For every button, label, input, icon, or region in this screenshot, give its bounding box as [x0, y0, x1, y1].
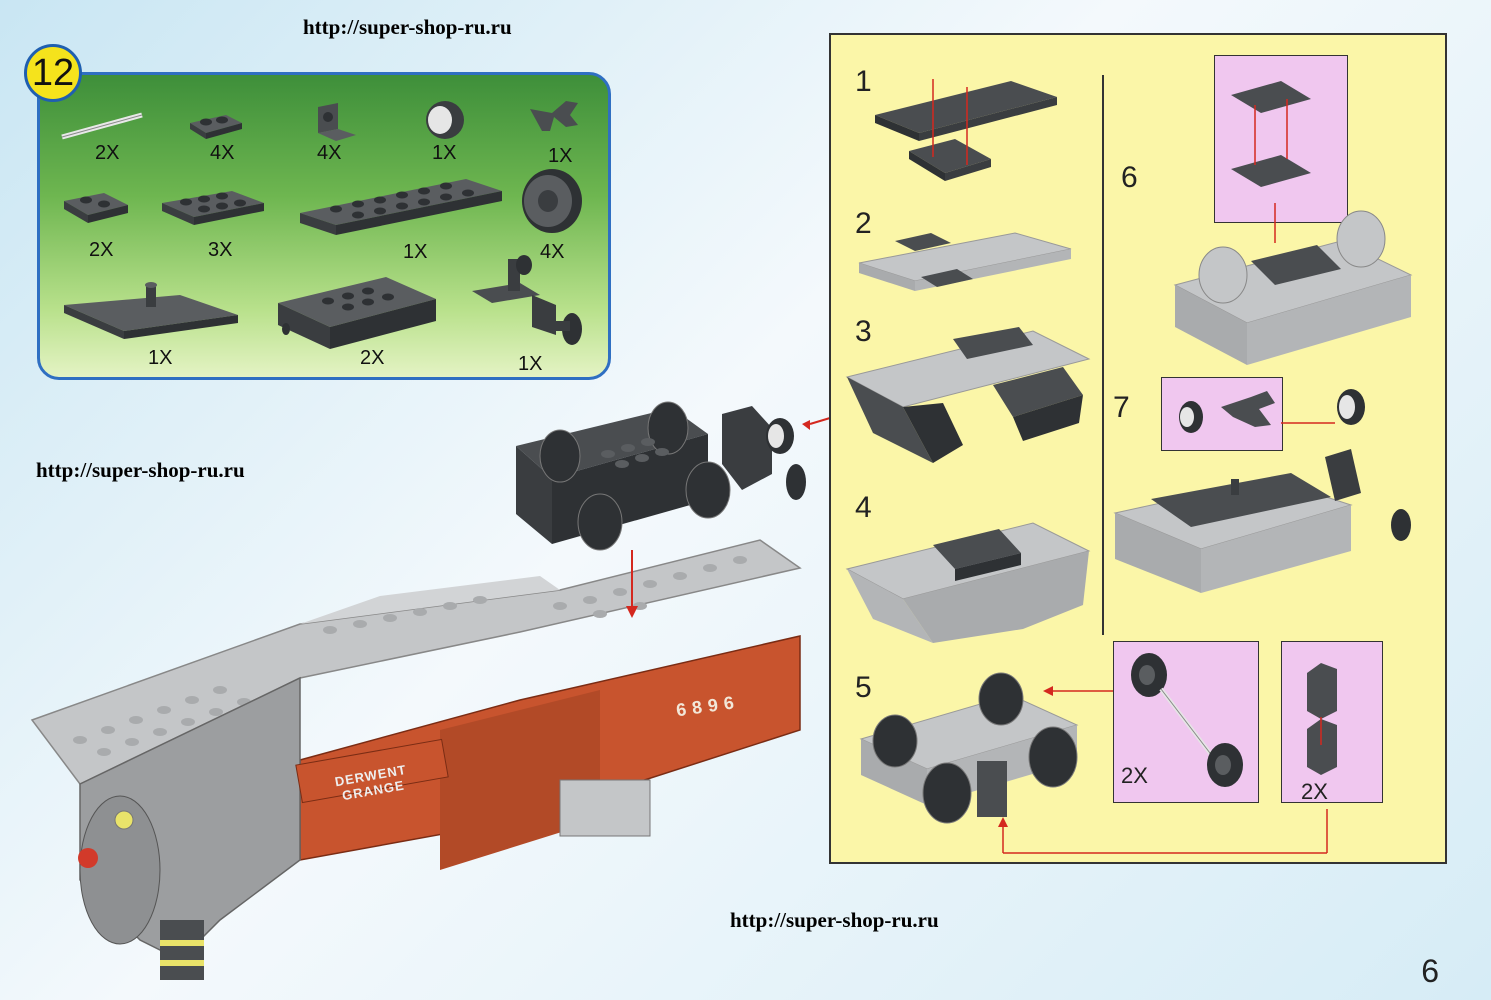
qty-axle-rod: 2X: [95, 142, 120, 164]
qty-plate-2x4: 3X: [208, 239, 233, 261]
part-plate-2x8: [300, 179, 502, 235]
qty-bogie-frame: 2X: [360, 347, 385, 369]
wheelset-diagram: [1131, 653, 1243, 787]
bracket-pair-diagram: [1307, 663, 1337, 775]
step-6-diagram: [1173, 81, 1413, 365]
step-6-number: 6: [1121, 161, 1138, 194]
step-7-diagram: [1113, 389, 1411, 593]
part-bogie-frame: [278, 277, 436, 349]
part-coupler-assembly: [472, 255, 582, 345]
step-4-number: 4: [855, 491, 872, 524]
qty-bracket-1x2: 4X: [317, 142, 342, 164]
step-7-number: 7: [1113, 391, 1130, 424]
locomotive-illustration: [30, 539, 802, 980]
part-bracket-1x2: [318, 103, 356, 141]
part-tile-base-with-pin: [64, 282, 238, 339]
step-2-diagram: [858, 232, 1072, 291]
part-axle-rod: [61, 112, 143, 140]
step-4-diagram: [845, 522, 1091, 643]
qty-tile-base-with-pin: 1X: [148, 347, 173, 369]
part-plate-2x4: [162, 191, 264, 225]
watermark-url-bottom: http://super-shop-ru.ru: [730, 908, 939, 932]
qty-plate-2x8: 1X: [403, 241, 428, 263]
bogie-subassembly: [516, 401, 831, 551]
part-coupling-fork: [530, 101, 578, 131]
qty-coupling-fork: 1X: [548, 145, 573, 167]
page-number: 6: [1421, 953, 1439, 989]
qty-train-wheel: 4X: [540, 241, 565, 263]
step-3-diagram: [845, 327, 1091, 463]
step-1-diagram: [875, 79, 1057, 181]
wheelset-qty: 2X: [1121, 763, 1148, 788]
connector-arrows: [998, 686, 1328, 854]
watermark-url-top: http://super-shop-ru.ru: [303, 15, 512, 39]
qty-plate-1x2: 4X: [210, 142, 235, 164]
bracket-pair-qty: 2X: [1301, 779, 1328, 804]
assembly-steps-panel: 1 2 3 4 5: [829, 33, 1447, 864]
panel-divider: [1102, 75, 1104, 635]
part-wheel-hub: [426, 101, 464, 139]
step-5-number: 5: [855, 671, 872, 704]
step-2-number: 2: [855, 207, 872, 240]
part-plate-1x2: [190, 115, 242, 139]
step-3-number: 3: [855, 315, 872, 348]
watermark-url-middle: http://super-shop-ru.ru: [36, 458, 245, 482]
part-train-wheel: [522, 169, 582, 233]
qty-plate-2x2: 2X: [89, 239, 114, 261]
qty-wheel-hub: 1X: [432, 142, 457, 164]
step-1-number: 1: [855, 65, 872, 98]
parts-list-panel: 2X 4X 4X 1X 1X 2X 3X: [37, 72, 611, 380]
qty-coupler-assembly: 1X: [518, 353, 543, 375]
step-number-badge: 12: [24, 44, 82, 102]
part-plate-2x2: [64, 193, 128, 223]
step-5-diagram: [859, 672, 1079, 824]
